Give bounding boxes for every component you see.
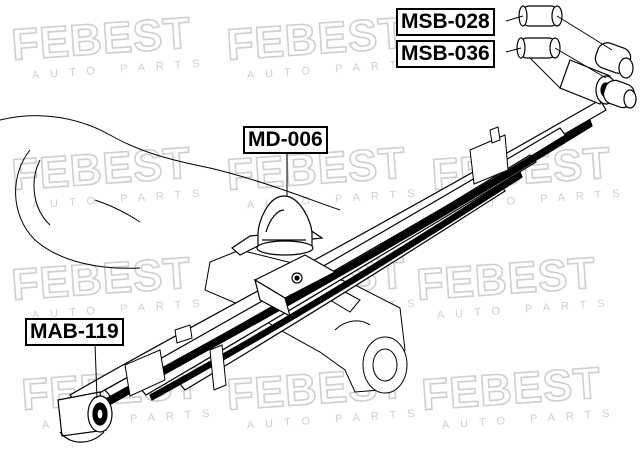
spring-clip-rear xyxy=(469,126,509,185)
leader-lines xyxy=(94,15,613,399)
watermark: FEBEST AUTO PARTS xyxy=(419,358,621,432)
watermark: FEBEST AUTO PARTS xyxy=(224,8,426,82)
watermark-layer: FEBEST AUTO PARTS FEBEST AUTO PARTS FEBE… xyxy=(9,8,631,432)
watermark: FEBEST AUTO PARTS xyxy=(9,248,211,322)
bushing-msb-036 xyxy=(516,37,561,59)
watermark-brand: FEBEST xyxy=(10,138,193,199)
chassis-outline xyxy=(0,115,341,269)
leader-line-msb-036-to-shackle xyxy=(554,47,607,79)
label-mab-119: MAB-119 xyxy=(25,318,124,346)
spring-clip-front xyxy=(124,324,227,397)
watermark: FEBEST AUTO PARTS xyxy=(414,248,616,322)
bump-stop xyxy=(256,195,314,256)
watermark-brand: FEBEST xyxy=(10,8,193,69)
bushing-msb-028 xyxy=(518,5,563,27)
shackle-assembly xyxy=(559,42,637,109)
front-eye-bushing xyxy=(57,391,113,443)
leader-line-msb-036-down xyxy=(529,57,561,89)
leader-line-msb-036 xyxy=(505,47,522,53)
watermark: FEBEST AUTO PARTS xyxy=(9,138,211,212)
label-msb-036: MSB-036 xyxy=(396,40,495,68)
leader-line-mab-119 xyxy=(94,343,98,399)
leader-line-msb-028-to-shackle xyxy=(556,15,613,51)
leader-line-msb-028 xyxy=(505,15,524,22)
watermark: FEBEST AUTO PARTS xyxy=(9,8,211,82)
label-md-006: MD-006 xyxy=(243,126,328,154)
label-msb-028: MSB-028 xyxy=(396,8,495,36)
leaf-spring xyxy=(69,99,607,409)
